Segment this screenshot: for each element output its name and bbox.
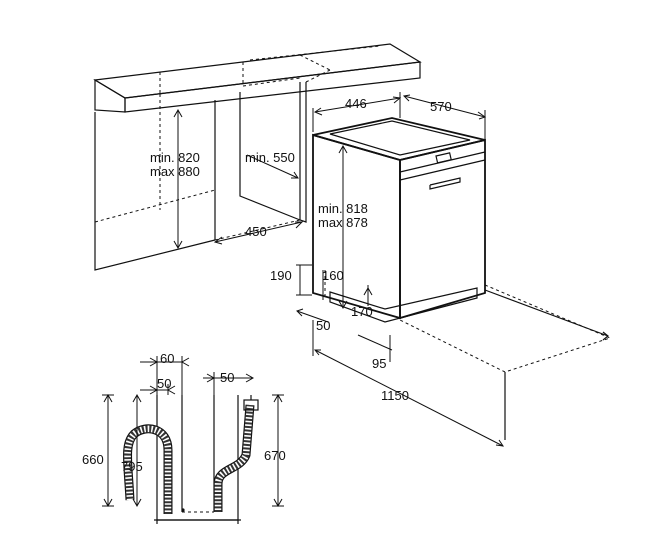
label-niche-floor-depth: 450 <box>245 224 267 239</box>
label-plinth-width: 95 <box>372 356 386 371</box>
label-hose-height-outer: 660 <box>82 452 104 467</box>
label-hose-offset-outer: 60 <box>160 351 174 366</box>
label-appliance-width: 446 <box>345 96 367 111</box>
label-door-swing: 1150 <box>381 388 409 403</box>
label-plinth-height-outer: 190 <box>270 268 292 283</box>
dimension-labels: min. 820 max 880 min. 550 450 446 570 mi… <box>82 96 452 474</box>
label-appliance-height-max: max 878 <box>318 215 368 230</box>
label-plinth-height-inner: 160 <box>322 268 344 283</box>
label-hose-height-inner: 795 <box>121 459 143 474</box>
countertop-cabinet <box>93 43 422 271</box>
label-niche-depth: min. 550 <box>245 150 295 165</box>
label-hose-height-right: 670 <box>264 448 286 463</box>
label-foot-offset-front: 50 <box>316 318 330 333</box>
label-appliance-height-min: min. 818 <box>318 201 368 216</box>
label-plinth-depth: 170 <box>351 304 373 319</box>
label-hose-offset-right: 50 <box>220 370 234 385</box>
label-hose-offset-left: 50 <box>157 376 171 391</box>
main-dimensions <box>173 92 505 447</box>
label-cabinet-height-min: min. 820 <box>150 150 200 165</box>
hose-detail <box>102 356 284 524</box>
label-appliance-depth: 570 <box>430 99 452 114</box>
door-swing-area <box>399 284 612 440</box>
label-cabinet-height-max: max 880 <box>150 164 200 179</box>
